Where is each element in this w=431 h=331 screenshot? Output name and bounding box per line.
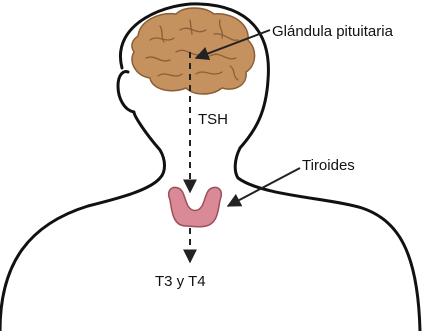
brain-icon (132, 8, 255, 94)
thyroid-icon (169, 188, 222, 227)
thyroid-pointer (228, 168, 300, 206)
pituitary-label: Glándula pituitaria (272, 23, 394, 40)
tsh-label: TSH (198, 111, 228, 128)
thyroid-label: Tiroides (302, 157, 355, 174)
hormones-label: T3 y T4 (155, 273, 206, 290)
